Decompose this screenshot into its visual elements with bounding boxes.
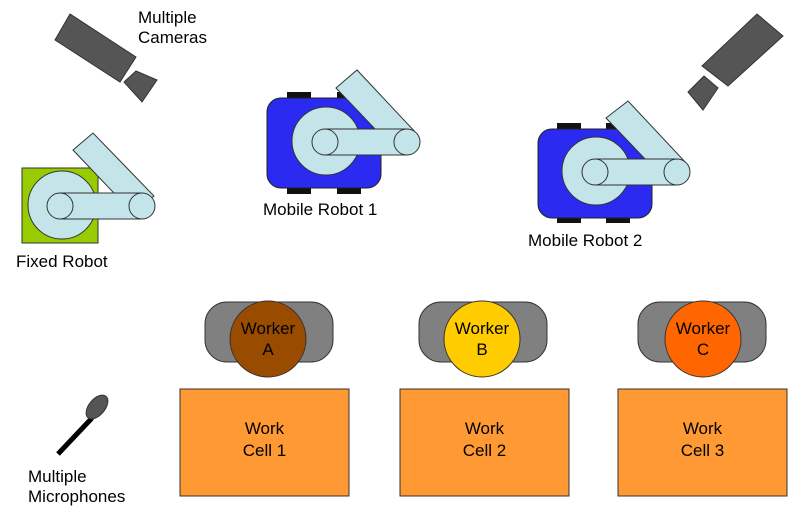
work-cell-1-line2: Cell 1 xyxy=(242,441,287,460)
worker-b-label: Worker B xyxy=(442,318,522,360)
cameras-label-line2: Cameras xyxy=(138,28,207,47)
worker-c-line1: Worker xyxy=(675,319,731,338)
worker-a-line1: Worker xyxy=(240,319,296,338)
worker-b-line1: Worker xyxy=(454,319,510,338)
camera-icon-2 xyxy=(687,13,784,111)
microphones-label: Multiple Microphones xyxy=(28,467,125,507)
work-cell-3-label: Work Cell 3 xyxy=(618,418,787,462)
work-cell-1-label: Work Cell 1 xyxy=(180,418,349,462)
mobile-robot-2-label: Mobile Robot 2 xyxy=(528,231,643,250)
worker-c-label: Worker C xyxy=(663,318,743,360)
microphones-label-line2: Microphones xyxy=(28,487,126,506)
work-cell-3 xyxy=(617,388,788,497)
worker-b-line2: B xyxy=(476,340,488,359)
mobile-robot-1-label: Mobile Robot 1 xyxy=(263,200,378,219)
work-cell-1 xyxy=(179,388,350,497)
cameras-label: Multiple Cameras xyxy=(138,8,207,48)
worker-a-label: Worker A xyxy=(228,318,308,360)
worker-a-line2: A xyxy=(262,340,274,359)
worker-b-circle xyxy=(443,300,521,378)
work-cell-3-line2: Cell 3 xyxy=(680,441,725,460)
work-cell-2-line1: Work xyxy=(464,419,505,438)
fixed-robot xyxy=(21,132,156,244)
cameras-label-line1: Multiple xyxy=(138,8,197,27)
work-cell-2 xyxy=(399,388,570,497)
camera-icon-1 xyxy=(54,13,158,103)
microphones-label-line1: Multiple xyxy=(28,467,87,486)
mobile-robot-1 xyxy=(266,69,421,194)
worker-a-circle xyxy=(229,300,307,378)
work-cell-2-line2: Cell 2 xyxy=(462,441,507,460)
work-cell-1-line1: Work xyxy=(244,419,285,438)
fixed-robot-label: Fixed Robot xyxy=(16,252,108,271)
work-cell-3-line1: Work xyxy=(682,419,723,438)
worker-c-circle xyxy=(664,300,742,378)
worker-c-line2: C xyxy=(696,340,710,359)
mobile-robot-2 xyxy=(537,100,691,223)
work-cell-2-label: Work Cell 2 xyxy=(400,418,569,462)
microphone-icon xyxy=(56,394,109,456)
